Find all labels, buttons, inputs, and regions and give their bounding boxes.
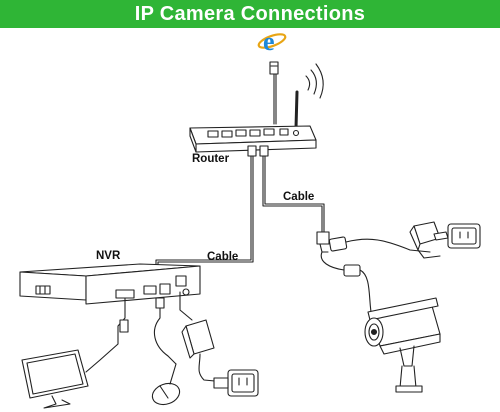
monitor <box>21 349 89 409</box>
mouse <box>151 297 181 406</box>
bullet-camera <box>364 297 441 393</box>
internet-cable <box>269 61 279 125</box>
internet-explorer-icon: e <box>257 27 287 56</box>
nvr-power-adapter <box>179 291 227 383</box>
svg-text:e: e <box>263 27 275 56</box>
router-label: Router <box>192 153 230 165</box>
cable-label-left: Cable <box>207 251 238 263</box>
camera-wall-outlet <box>447 223 481 249</box>
nvr-wall-outlet <box>213 369 259 397</box>
title-banner: IP Camera Connections <box>0 0 500 28</box>
nvr <box>19 263 201 305</box>
router-camera-cable <box>262 155 330 253</box>
diagram-title: IP Camera Connections <box>134 2 366 25</box>
monitor-cable <box>85 297 129 373</box>
router <box>189 63 324 157</box>
camera-pigtail <box>320 236 431 319</box>
nvr-label: NVR <box>96 250 121 262</box>
cable-label-top: Cable <box>283 191 314 203</box>
camera-power-adapter <box>409 221 449 259</box>
